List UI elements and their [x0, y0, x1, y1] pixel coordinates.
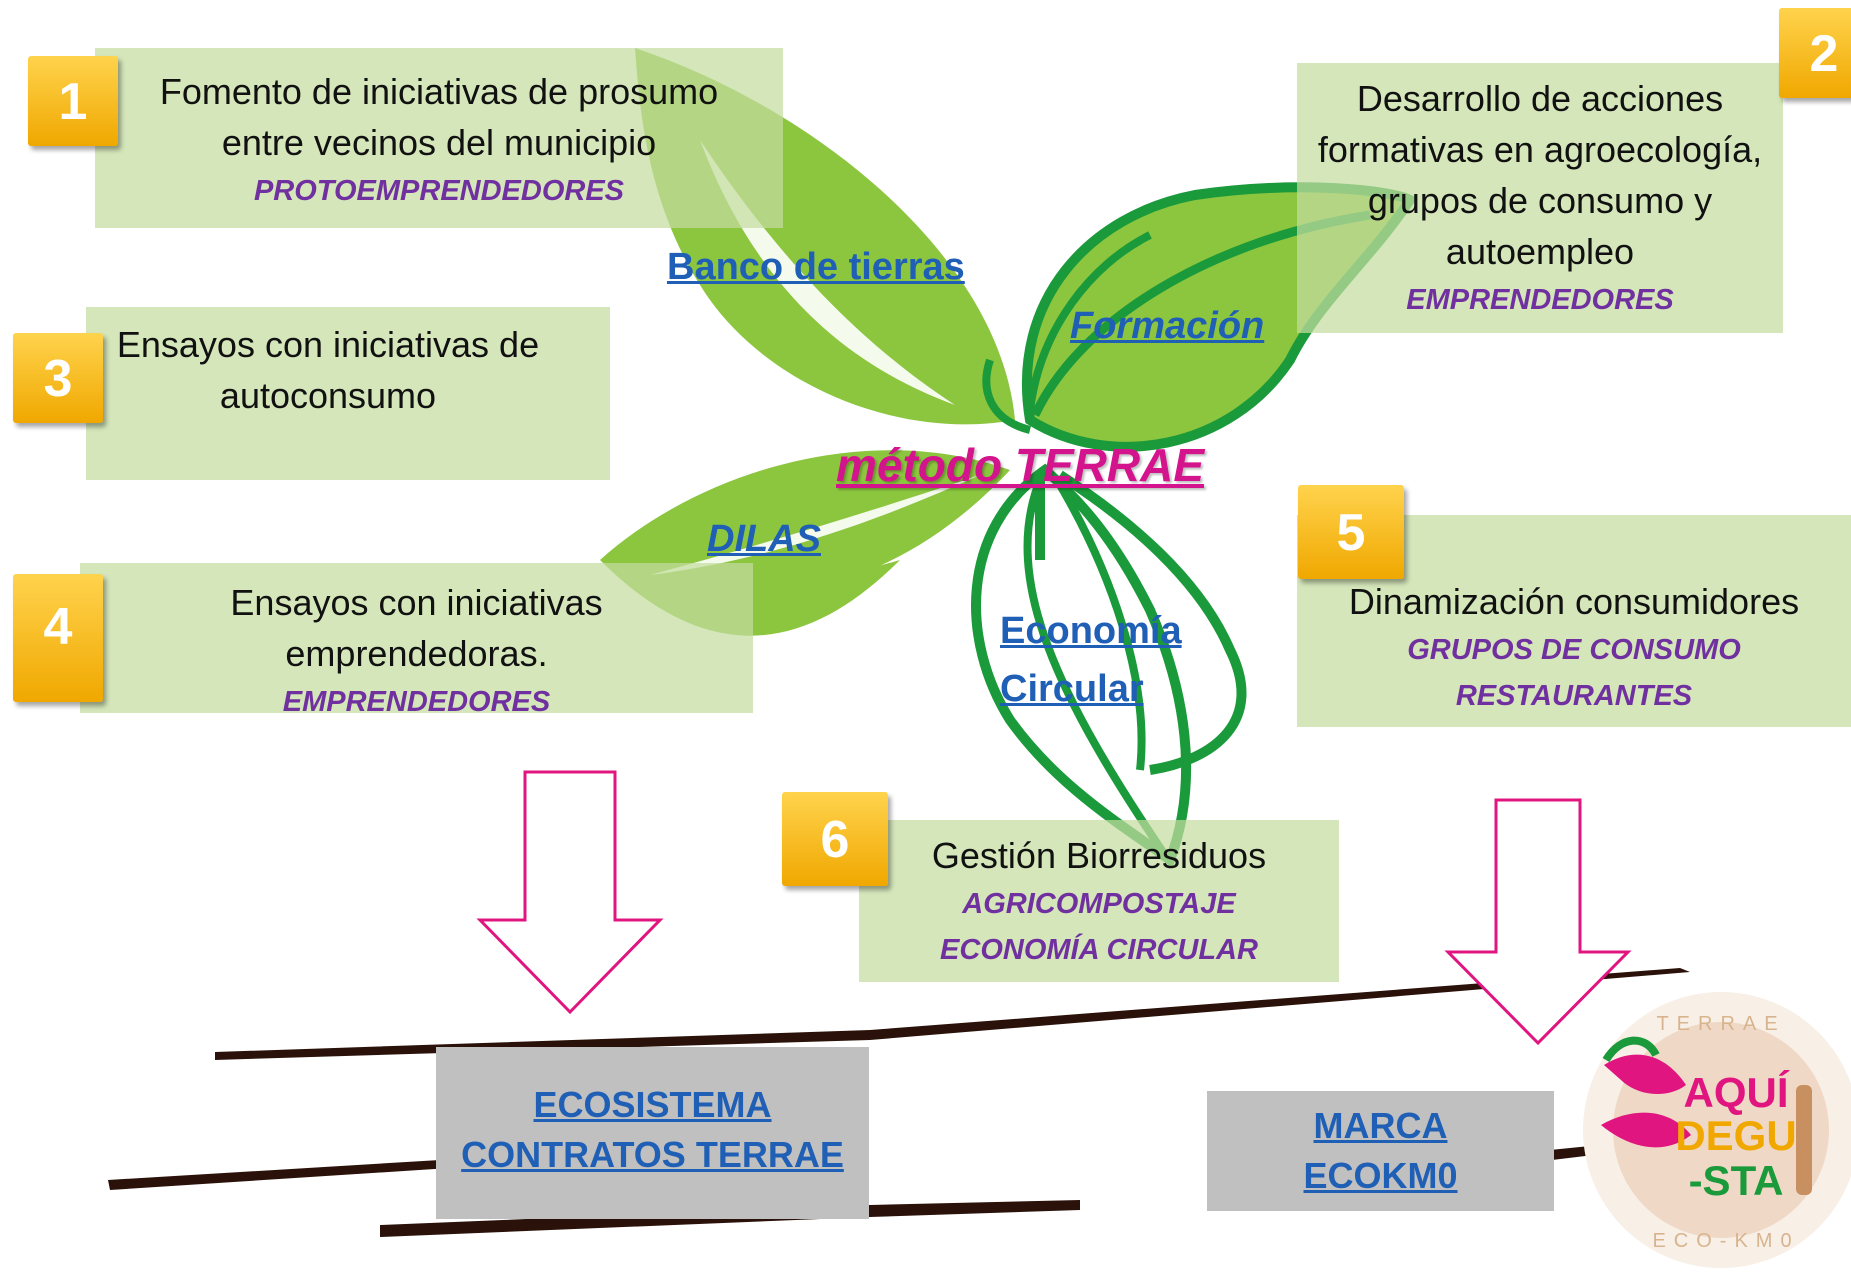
box-1: Fomento de iniciativas de prosumo entre …	[95, 48, 783, 228]
link-dilas[interactable]: DILAS	[707, 518, 821, 560]
box-5-sub-2: RESTAURANTES	[1455, 680, 1693, 712]
output-marca-line-1: MARCA	[1313, 1105, 1448, 1146]
box-6-line-1: Gestión Biorresiduos	[931, 835, 1267, 876]
box-5: Dinamización consumidores GRUPOS DE CONS…	[1297, 515, 1851, 727]
badge-2: 2	[1779, 8, 1851, 98]
output-marca[interactable]: MARCA ECOKM0	[1207, 1091, 1554, 1211]
box-4: Ensayos con iniciativas emprendedoras. E…	[80, 563, 753, 718]
leaf-left	[600, 450, 1010, 595]
box-3: Ensayos con iniciativas de autoconsumo	[86, 307, 610, 480]
logo-top: TERRAE	[1656, 1013, 1785, 1035]
box-2: Desarrollo de acciones formativas en agr…	[1297, 63, 1783, 333]
link-economia[interactable]: Economía	[1000, 610, 1182, 652]
box-2-sub: EMPRENDEDORES	[1406, 284, 1674, 316]
output-ecosistema[interactable]: ECOSISTEMA CONTRATOS TERRAE	[436, 1047, 869, 1219]
box-2-line-1: Desarrollo de acciones	[1356, 78, 1724, 119]
arrow-right	[1444, 798, 1632, 1046]
box-5-sub-1: GRUPOS DE CONSUMO	[1407, 634, 1741, 666]
box-4-line-2: emprendedoras.	[285, 633, 548, 674]
box-2-line-2: formativas en agroecología,	[1317, 129, 1763, 170]
leaf-bottom-right	[1057, 470, 1247, 775]
box-1-sub: PROTOEMPRENDEDORES	[253, 175, 625, 207]
badge-5: 5	[1298, 485, 1404, 579]
output-ecosistema-line-2: CONTRATOS TERRAE	[461, 1134, 844, 1175]
output-marca-line-2: ECOKM0	[1303, 1155, 1458, 1196]
ground-line-1	[215, 968, 1690, 1060]
box-4-sub: EMPRENDEDORES	[282, 686, 551, 718]
arrow-left	[476, 770, 664, 1015]
box-2-line-3: grupos de consumo y	[1367, 180, 1713, 221]
box-2-line-4: autoempleo	[1445, 231, 1635, 272]
box-1-line-2: entre vecinos del municipio	[221, 122, 657, 163]
box-5-line-1: Dinamización consumidores	[1348, 581, 1800, 622]
center-title[interactable]: método TERRAE	[836, 439, 1204, 491]
box-1-line-1: Fomento de iniciativas de prosumo	[159, 71, 719, 112]
box-4-line-1: Ensayos con iniciativas	[230, 582, 603, 623]
box-3-line-1: Ensayos con iniciativas de	[116, 324, 540, 365]
badge-4: 4	[13, 574, 103, 702]
logo-line-1: AQUÍ	[1684, 1069, 1790, 1116]
output-ecosistema-line-1: ECOSISTEMA	[533, 1084, 772, 1125]
badge-3: 3	[13, 333, 103, 423]
logo-line-2: DEGU	[1675, 1112, 1796, 1159]
badge-1: 1	[28, 56, 118, 146]
link-circular[interactable]: Circular	[1000, 668, 1144, 710]
box-6-sub-1: AGRICOMPOSTAJE	[962, 888, 1236, 920]
aquidegusta-logo: AQUÍ DEGU -STA TERRAE ECO-KM0	[1583, 992, 1851, 1268]
logo-bottom: ECO-KM0	[1652, 1230, 1799, 1252]
box-6: Gestión Biorresiduos AGRICOMPOSTAJE ECON…	[859, 820, 1339, 982]
badge-6: 6	[782, 792, 888, 886]
link-formacion[interactable]: Formación	[1070, 305, 1265, 347]
box-3-line-2: autoconsumo	[219, 375, 437, 416]
box-6-sub-2: ECONOMÍA CIRCULAR	[940, 934, 1258, 966]
link-banco-de-tierras[interactable]: Banco de tierras	[667, 246, 965, 288]
ground-line-2	[108, 1160, 450, 1190]
logo-line-3: -STA	[1689, 1157, 1784, 1204]
